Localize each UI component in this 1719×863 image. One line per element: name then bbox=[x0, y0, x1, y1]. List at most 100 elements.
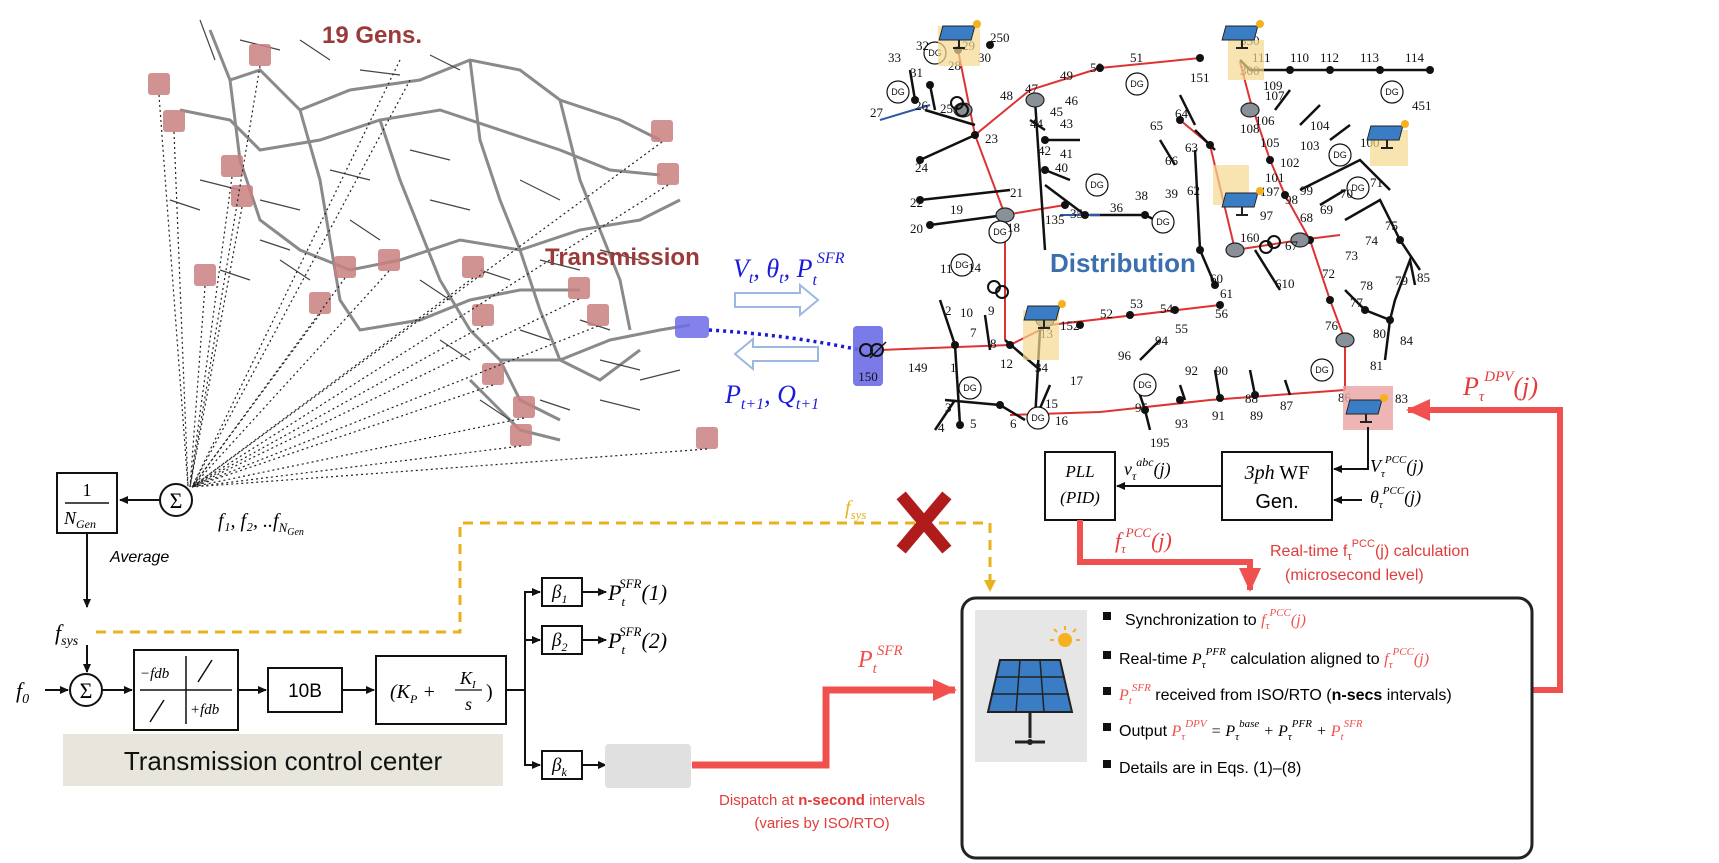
bullet-5: Details are in Eqs. (1)–(8) bbox=[1119, 760, 1301, 777]
gain-block bbox=[267, 667, 343, 713]
fsys-label: fsys bbox=[55, 620, 79, 649]
svg-text:94: 94 bbox=[1155, 333, 1169, 348]
beta-block-k bbox=[541, 750, 583, 780]
v-pcc-label: VτPCC(j) bbox=[1370, 454, 1423, 480]
svg-text:78: 78 bbox=[1360, 278, 1373, 293]
generator-markers bbox=[148, 44, 718, 449]
svg-text:80: 80 bbox=[1373, 326, 1386, 341]
svg-text:21: 21 bbox=[1010, 185, 1023, 200]
svg-text:71: 71 bbox=[1370, 175, 1383, 190]
arrow-to-transmission bbox=[733, 336, 819, 372]
svg-text:95: 95 bbox=[1135, 400, 1148, 415]
svg-text:DG: DG bbox=[1090, 180, 1104, 190]
wf-gen-block bbox=[1221, 451, 1333, 521]
svg-text:451: 451 bbox=[1412, 98, 1432, 113]
svg-text:26: 26 bbox=[915, 98, 929, 113]
svg-text:107: 107 bbox=[1265, 88, 1285, 103]
svg-text:60: 60 bbox=[1210, 271, 1223, 286]
deadband-bottom: +fdb bbox=[190, 702, 220, 718]
svg-text:24: 24 bbox=[915, 160, 929, 175]
bullet-2: Real-time PτPFR calculation aligned to f… bbox=[1119, 646, 1429, 671]
pll-label-2: (PID) bbox=[1060, 488, 1100, 507]
signal-to-trans-label: Pt+1, Qt+1 bbox=[724, 380, 819, 413]
svg-text:53: 53 bbox=[1130, 296, 1143, 311]
pll-block bbox=[1044, 451, 1116, 521]
beta-label-2: β2 bbox=[551, 630, 567, 654]
svg-text:40: 40 bbox=[1055, 160, 1068, 175]
svg-text:56: 56 bbox=[1215, 306, 1229, 321]
svg-text:DG: DG bbox=[1130, 79, 1144, 89]
svg-text:112: 112 bbox=[1320, 50, 1339, 65]
svg-text:65: 65 bbox=[1150, 118, 1163, 133]
pv-controller-box bbox=[960, 596, 1534, 860]
realtime-text-2: (microsecond level) bbox=[1285, 567, 1424, 584]
svg-text:19: 19 bbox=[950, 202, 963, 217]
pv-panel-icons bbox=[938, 20, 1409, 423]
svg-text:79: 79 bbox=[1395, 273, 1408, 288]
svg-text:DG: DG bbox=[1333, 150, 1347, 160]
svg-text:103: 103 bbox=[1300, 138, 1320, 153]
svg-text:114: 114 bbox=[1405, 50, 1425, 65]
avg-block-den: NGen bbox=[63, 508, 96, 531]
svg-text:93: 93 bbox=[1175, 416, 1188, 431]
svg-text:1: 1 bbox=[950, 360, 957, 375]
svg-text:68: 68 bbox=[1300, 210, 1313, 225]
svg-text:25: 25 bbox=[940, 101, 953, 116]
svg-text:54: 54 bbox=[1160, 301, 1174, 316]
svg-text:DG: DG bbox=[993, 227, 1007, 237]
svg-text:70: 70 bbox=[1340, 186, 1353, 201]
svg-text:135: 135 bbox=[1045, 212, 1065, 227]
svg-text:106: 106 bbox=[1255, 113, 1275, 128]
dg-label: DG bbox=[891, 87, 905, 97]
svg-text:51: 51 bbox=[1130, 50, 1143, 65]
bullet-4: Output PτDPV = Pτbase + PτPFR + PtSFR bbox=[1119, 718, 1363, 743]
dist-bus-150-label: 150 bbox=[858, 369, 878, 384]
svg-text:149: 149 bbox=[908, 360, 928, 375]
deadband-top: −fdb bbox=[140, 666, 170, 682]
fsys-dashed-path bbox=[96, 521, 996, 634]
svg-text:110: 110 bbox=[1290, 50, 1309, 65]
svg-text:27: 27 bbox=[870, 105, 884, 120]
wf-label-1: 3ph WF bbox=[1244, 462, 1310, 484]
psfr-output-2: PtSFR(2) bbox=[607, 624, 667, 657]
beta-label-k: βk bbox=[551, 755, 567, 779]
control-center-bg bbox=[63, 734, 503, 786]
dispatch-arrow bbox=[692, 679, 957, 769]
svg-text:83: 83 bbox=[1395, 391, 1408, 406]
svg-text:42: 42 bbox=[1038, 143, 1051, 158]
svg-text:109: 109 bbox=[1263, 78, 1283, 93]
svg-text:62: 62 bbox=[1187, 183, 1200, 198]
svg-text:10: 10 bbox=[960, 305, 973, 320]
svg-text:5: 5 bbox=[970, 416, 977, 431]
svg-text:49: 49 bbox=[1060, 68, 1073, 83]
averaging-section: Σ 1 NGen f₁, f₂, ..fNGen Average fsys bbox=[55, 472, 304, 673]
svg-text:87: 87 bbox=[1280, 398, 1294, 413]
svg-text:32: 32 bbox=[916, 38, 929, 53]
signal-arrows: Vt, θt, PtSFR Pt+1, Qt+1 bbox=[724, 250, 845, 413]
svg-text:84: 84 bbox=[1400, 333, 1414, 348]
svg-text:14: 14 bbox=[968, 260, 982, 275]
gain-block-label: 10B bbox=[288, 681, 322, 702]
svg-text:610: 610 bbox=[1275, 276, 1295, 291]
signal-to-dist-label: Vt, θt, PtSFR bbox=[733, 250, 845, 289]
svg-text:197: 197 bbox=[1260, 184, 1280, 199]
theta-pcc-label: θτPCC(j) bbox=[1370, 485, 1421, 511]
svg-text:55: 55 bbox=[1175, 321, 1188, 336]
svg-text:195: 195 bbox=[1150, 435, 1170, 450]
dispatch-text-2: (varies by ISO/RTO) bbox=[754, 815, 889, 832]
svg-text:DG: DG bbox=[1138, 380, 1152, 390]
svg-text:s: s bbox=[465, 694, 472, 714]
svg-text:): ) bbox=[486, 681, 493, 703]
svg-text:63: 63 bbox=[1185, 140, 1198, 155]
svg-text:3: 3 bbox=[945, 400, 952, 415]
svg-text:46: 46 bbox=[1065, 93, 1079, 108]
svg-text:DG: DG bbox=[928, 48, 942, 58]
trans-bus-150-marker bbox=[675, 316, 709, 338]
svg-text:89: 89 bbox=[1250, 408, 1263, 423]
svg-text:2: 2 bbox=[945, 303, 952, 318]
svg-text:113: 113 bbox=[1360, 50, 1379, 65]
average-label: Average bbox=[109, 549, 169, 566]
pdpv-arrow bbox=[1406, 399, 1563, 693]
arrow-to-distribution bbox=[734, 282, 820, 318]
